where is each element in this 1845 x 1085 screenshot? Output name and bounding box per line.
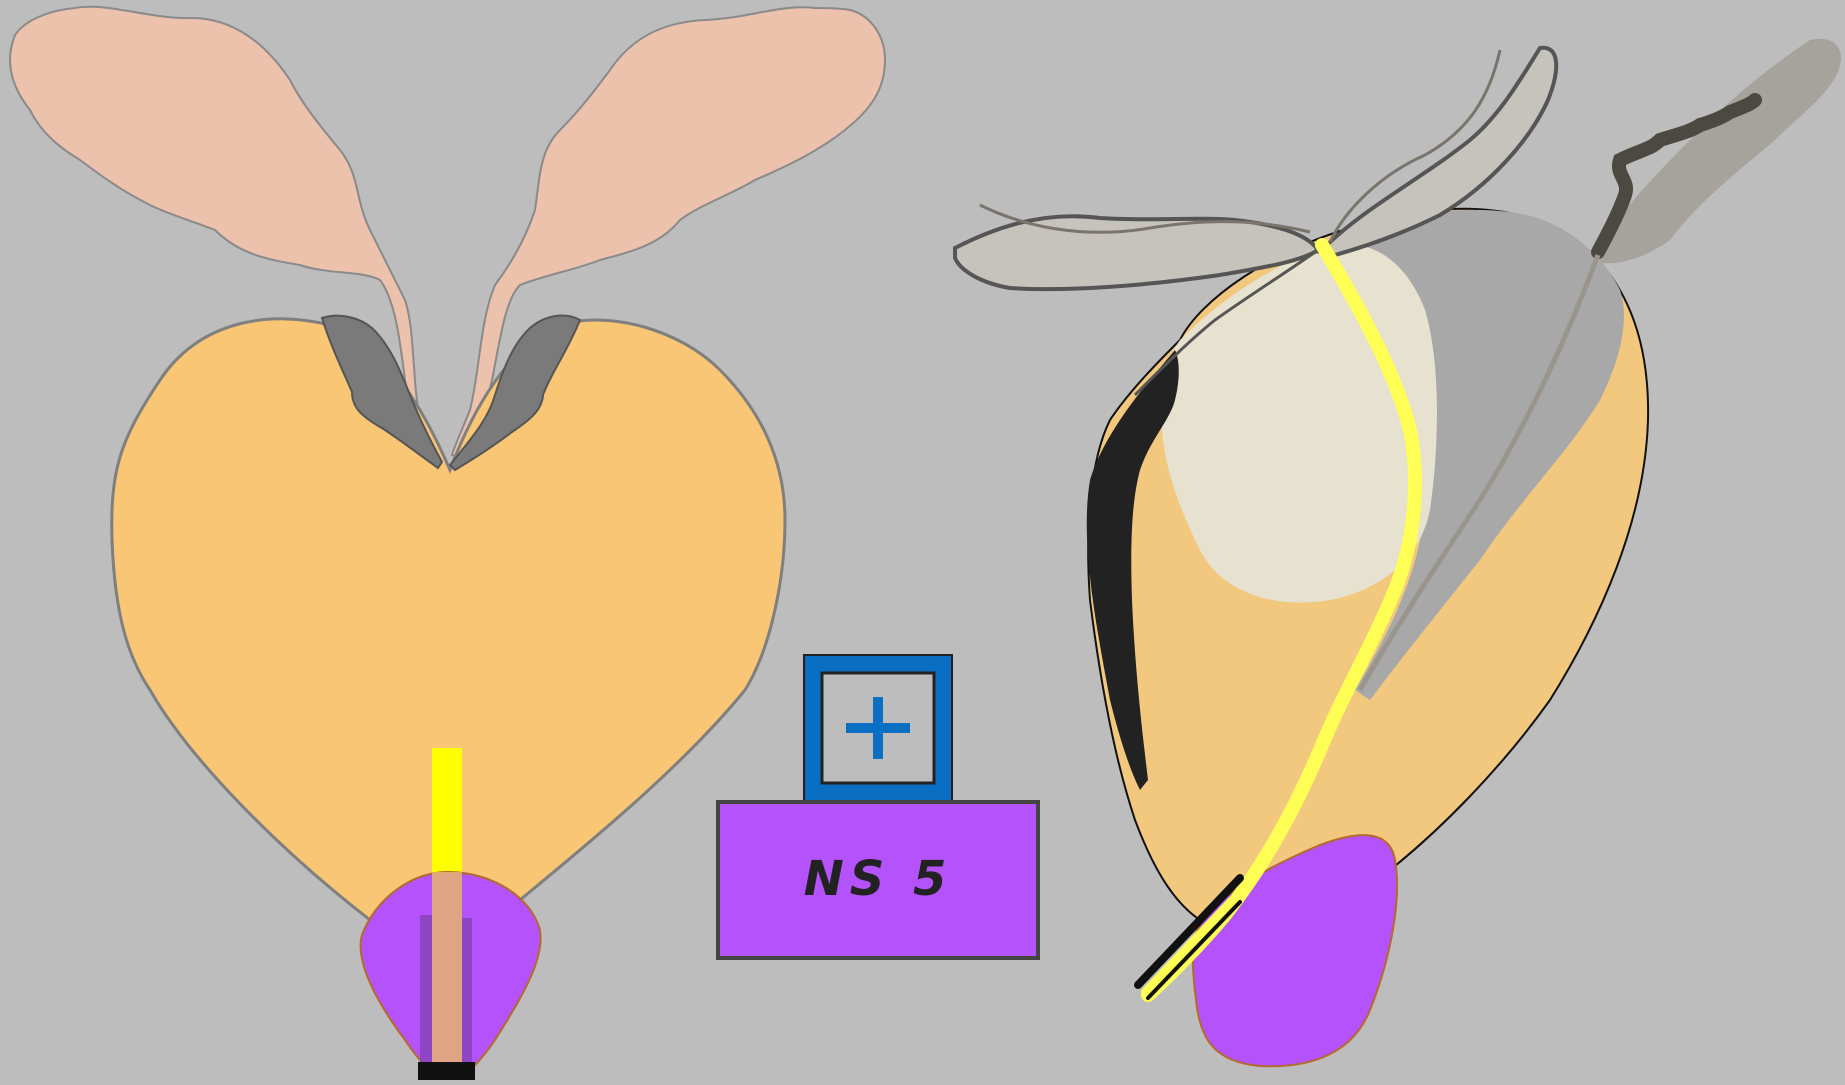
bladder-neck-region — [1162, 244, 1437, 602]
urethra-base — [418, 1062, 475, 1080]
lateral-view — [955, 39, 1841, 1067]
plus-icon-vertical — [873, 697, 883, 759]
ns-badge: NS 5 — [718, 655, 1038, 958]
badge-label: NS 5 — [804, 851, 953, 907]
urethra-shadow-left — [420, 915, 432, 1080]
urethra-overlay — [432, 872, 462, 1080]
urethra-shadow-right — [462, 918, 472, 1080]
